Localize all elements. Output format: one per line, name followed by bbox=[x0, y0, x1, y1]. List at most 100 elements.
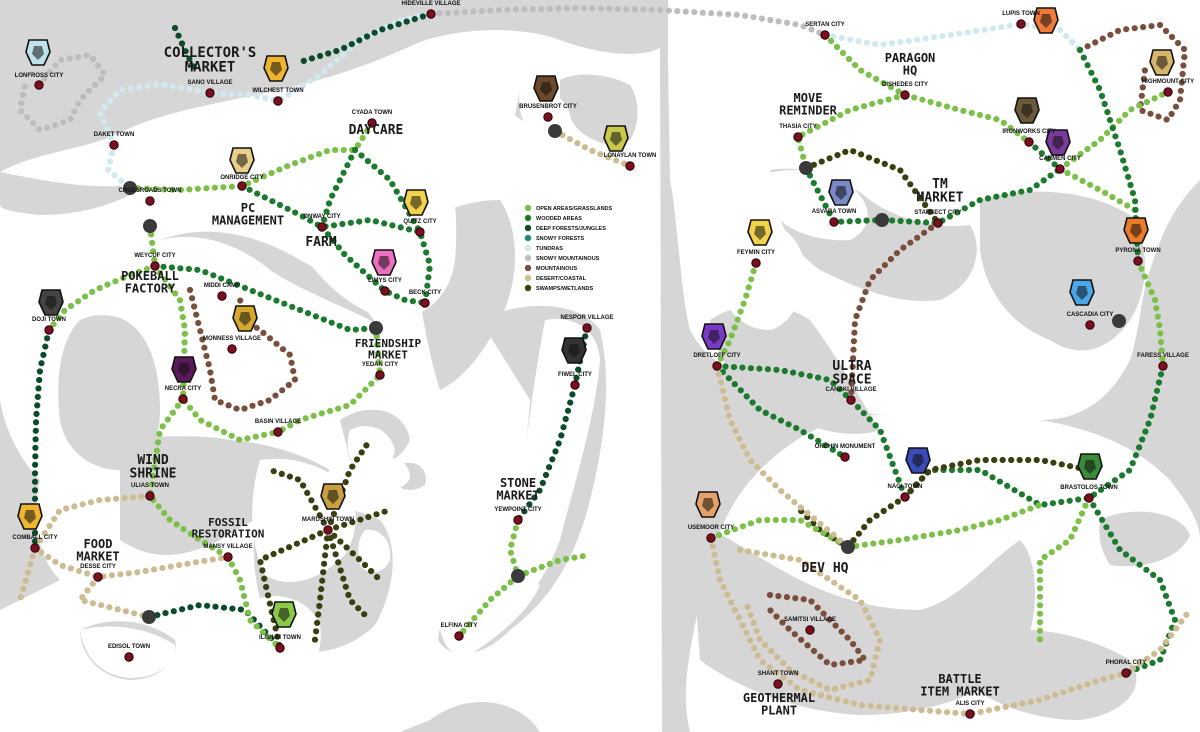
town-usemoor[interactable]: USEMOOR CITY bbox=[688, 525, 734, 543]
town-desse[interactable]: DESSE CITY bbox=[80, 564, 116, 582]
town-starsect[interactable]: STARSECT CITY bbox=[914, 210, 962, 228]
town-marker[interactable] bbox=[751, 258, 761, 268]
town-canaki[interactable]: CANAKI VILLAGE bbox=[826, 387, 877, 405]
town-marker[interactable] bbox=[323, 525, 333, 535]
town-marker[interactable] bbox=[124, 652, 134, 662]
town-highmount[interactable]: HIGHMOUNT CITY bbox=[1142, 79, 1194, 97]
town-marker[interactable] bbox=[846, 395, 856, 405]
town-marker[interactable] bbox=[1133, 256, 1143, 266]
town-pyrona[interactable]: PYRONA TOWN bbox=[1115, 248, 1161, 266]
town-marushin[interactable]: MARUSHIN TOWN bbox=[302, 517, 354, 535]
town-marker[interactable] bbox=[227, 344, 237, 354]
town-marker[interactable] bbox=[1085, 320, 1095, 330]
town-cascadia[interactable]: CASCADIA CITY bbox=[1067, 312, 1114, 330]
town-onway[interactable]: ONWAY CITY bbox=[303, 214, 341, 232]
town-marker[interactable] bbox=[34, 80, 44, 90]
town-crossroads[interactable]: CROSSROADS TOWN bbox=[119, 188, 182, 206]
town-necra[interactable]: NECRA CITY bbox=[165, 386, 201, 404]
town-marker[interactable] bbox=[415, 227, 425, 237]
town-marker[interactable] bbox=[420, 298, 430, 308]
town-marker[interactable] bbox=[933, 218, 943, 228]
town-marker[interactable] bbox=[145, 196, 155, 206]
town-marker[interactable] bbox=[625, 161, 635, 171]
town-asvara[interactable]: ASVARA TOWN bbox=[812, 209, 857, 227]
town-marker[interactable] bbox=[773, 679, 783, 689]
town-marker[interactable] bbox=[513, 515, 523, 525]
town-dretloff[interactable]: DRETLOFF CITY bbox=[693, 353, 741, 371]
town-lonaylan[interactable]: LONAYLAN TOWN bbox=[604, 153, 657, 171]
town-nespor[interactable]: NESPOR VILLAGE bbox=[560, 315, 614, 333]
town-ulias[interactable]: ULIAS TOWN bbox=[131, 483, 169, 501]
town-marker[interactable] bbox=[1084, 493, 1094, 503]
town-faress[interactable]: FARESS VILLAGE bbox=[1137, 353, 1189, 371]
town-sano[interactable]: SANO VILLAGE bbox=[187, 80, 233, 98]
town-marker[interactable] bbox=[582, 323, 592, 333]
town-marker[interactable] bbox=[223, 552, 233, 562]
town-middi[interactable]: MIDDI CAMP bbox=[204, 283, 240, 301]
town-marker[interactable] bbox=[178, 394, 188, 404]
town-beck[interactable]: BECK CITY bbox=[409, 290, 441, 308]
town-onridge[interactable]: ONRIDGE CITY bbox=[220, 175, 264, 191]
town-marker[interactable] bbox=[1163, 87, 1173, 97]
town-marker[interactable] bbox=[273, 427, 283, 437]
town-marker[interactable] bbox=[454, 631, 464, 641]
town-marker[interactable] bbox=[375, 370, 385, 380]
town-marker[interactable] bbox=[793, 132, 803, 142]
town-marker[interactable] bbox=[900, 492, 910, 502]
town-basin[interactable]: BASIN VILLAGE bbox=[255, 419, 301, 437]
town-doji[interactable]: DOJI TOWN bbox=[32, 317, 66, 335]
town-brusenbrot[interactable]: BRUSENBROT CITY bbox=[519, 104, 577, 122]
town-limys[interactable]: LIMYS CITY bbox=[368, 278, 402, 296]
town-marker[interactable] bbox=[367, 118, 377, 128]
town-marker[interactable] bbox=[145, 491, 155, 501]
town-marker[interactable] bbox=[109, 140, 119, 150]
town-marker[interactable] bbox=[1055, 164, 1065, 174]
town-marker[interactable] bbox=[217, 291, 227, 301]
town-thasia[interactable]: THASIA CITY bbox=[779, 124, 817, 142]
town-marker[interactable] bbox=[820, 30, 830, 40]
town-elfina[interactable]: ELFINA CITY bbox=[441, 623, 478, 641]
town-marker[interactable] bbox=[30, 543, 40, 553]
town-monness[interactable]: MONNESS VILLAGE bbox=[203, 336, 261, 354]
town-samitsi[interactable]: SAMITSI VILLAGE bbox=[784, 617, 836, 635]
town-mansy[interactable]: MANSY VILLAGE bbox=[203, 544, 253, 562]
town-marker[interactable] bbox=[840, 452, 850, 462]
town-marker[interactable] bbox=[93, 572, 103, 582]
town-lupis[interactable]: LUPIS TOWN bbox=[1002, 11, 1040, 29]
town-fiwel[interactable]: FIWEL CITY bbox=[558, 372, 592, 390]
town-marker[interactable] bbox=[150, 261, 160, 271]
town-marker[interactable] bbox=[1024, 137, 1034, 147]
town-marker[interactable] bbox=[44, 325, 54, 335]
town-yewpoint[interactable]: YEWPOINT CITY bbox=[494, 507, 542, 525]
town-marker[interactable] bbox=[543, 112, 553, 122]
town-quitz[interactable]: QUITZ CITY bbox=[403, 219, 437, 237]
town-marker[interactable] bbox=[805, 625, 815, 635]
town-shant[interactable]: SHANT TOWN bbox=[758, 671, 799, 689]
town-marker[interactable] bbox=[1158, 361, 1168, 371]
town-marker[interactable] bbox=[706, 533, 716, 543]
town-marker[interactable] bbox=[829, 217, 839, 227]
town-marker[interactable] bbox=[900, 90, 910, 100]
town-marker[interactable] bbox=[570, 380, 580, 390]
town-marker[interactable] bbox=[1121, 668, 1131, 678]
town-marker[interactable] bbox=[712, 361, 722, 371]
town-marker[interactable] bbox=[380, 286, 390, 296]
town-comball[interactable]: COMBALL CITY bbox=[12, 535, 58, 553]
town-marker[interactable] bbox=[1016, 19, 1026, 29]
town-marker[interactable] bbox=[237, 181, 247, 191]
town-marker[interactable] bbox=[426, 9, 436, 19]
town-phoral[interactable]: PHORAL CITY bbox=[1106, 660, 1147, 678]
town-yedan[interactable]: YEDAN CITY bbox=[362, 362, 398, 380]
town-nagi[interactable]: NAGI TOWN bbox=[888, 484, 923, 502]
town-brastolos[interactable]: BRASTOLOS TOWN bbox=[1060, 485, 1118, 503]
town-weycuf[interactable]: WEYCUF CITY bbox=[134, 253, 176, 271]
town-sertan[interactable]: SERTAN CITY bbox=[805, 22, 845, 40]
town-cyada[interactable]: CYADA TOWN bbox=[352, 110, 392, 128]
town-marker[interactable] bbox=[965, 709, 975, 719]
town-ironworks[interactable]: IRONWORKS CITY bbox=[1002, 129, 1056, 147]
town-marker[interactable] bbox=[205, 88, 215, 98]
town-lonfross[interactable]: LONFROSS CITY bbox=[15, 73, 64, 90]
town-daket[interactable]: DAKET TOWN bbox=[94, 132, 135, 150]
town-edisol[interactable]: EDISOL TOWN bbox=[108, 644, 150, 662]
town-marker[interactable] bbox=[273, 96, 283, 106]
